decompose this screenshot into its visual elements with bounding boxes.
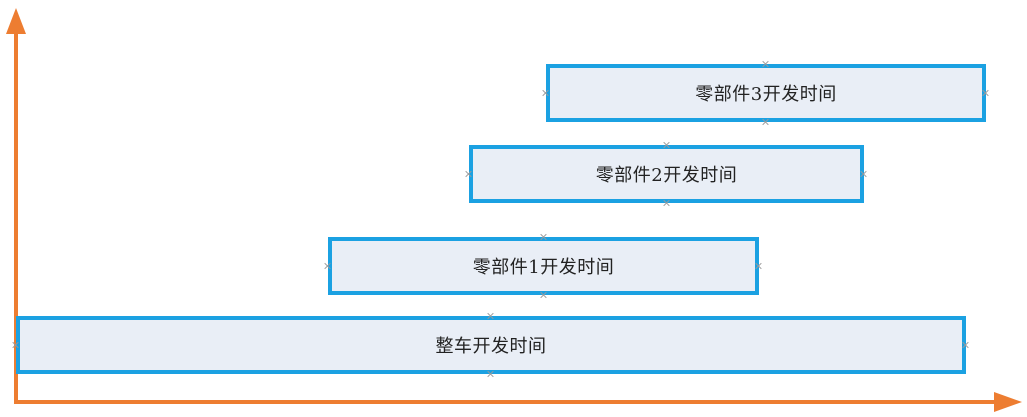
bar-part2-development[interactable]: 零部件2开发时间	[469, 145, 864, 203]
y-axis-arrow-icon	[6, 8, 26, 34]
bar-label: 零部件3开发时间	[695, 84, 837, 105]
bar-label: 零部件2开发时间	[595, 165, 738, 186]
bar-label: 零部件1开发时间	[472, 257, 615, 278]
x-axis-arrow-icon	[994, 392, 1022, 412]
bar-part1-development[interactable]: 零部件1开发时间	[328, 237, 759, 295]
bar-label: 整车开发时间	[435, 336, 547, 357]
bar-vehicle-development[interactable]: 整车开发时间	[16, 316, 966, 374]
bar-part3-development[interactable]: 零部件3开发时间	[546, 64, 986, 122]
